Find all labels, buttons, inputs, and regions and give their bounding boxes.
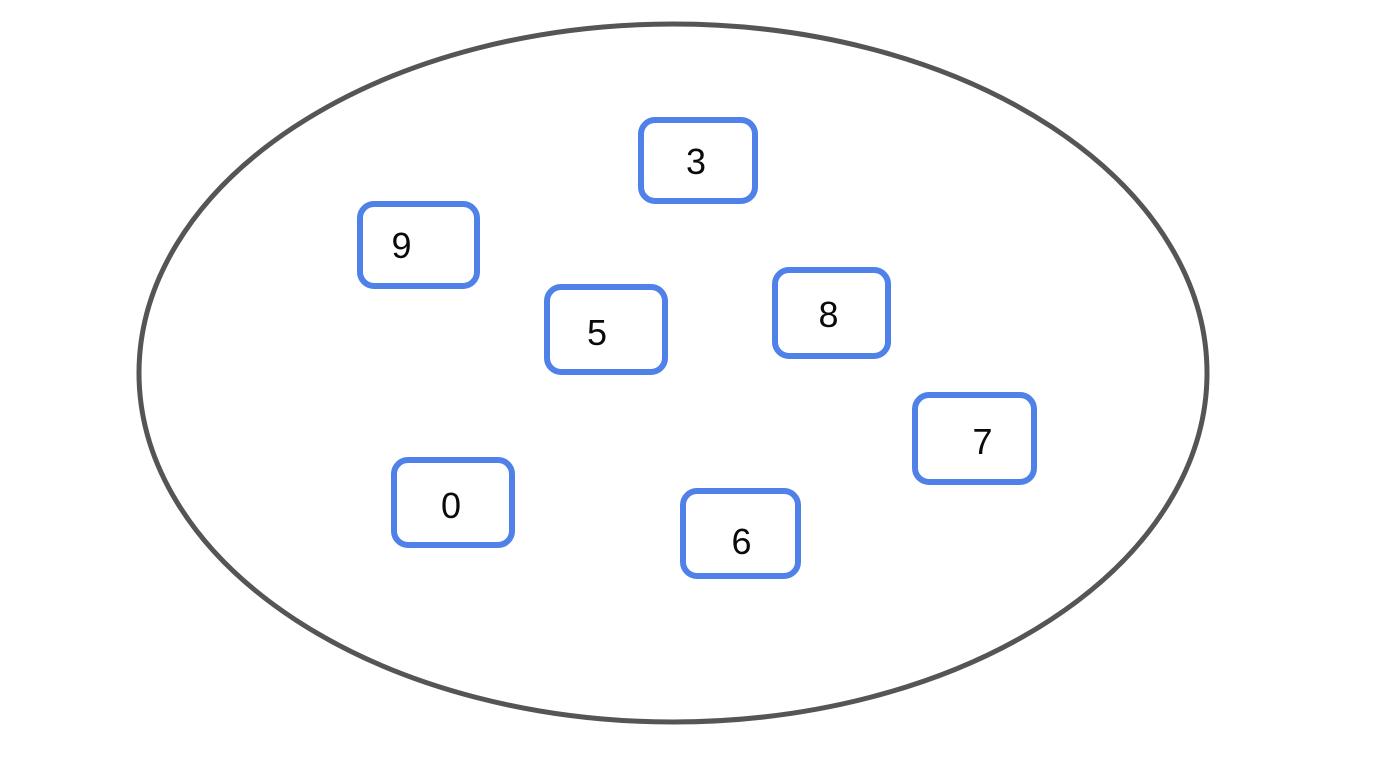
node-box-0[interactable]: 0 xyxy=(391,457,515,548)
node-label-9: 9 xyxy=(391,225,412,266)
node-label-5: 5 xyxy=(586,311,608,353)
node-label-7: 7 xyxy=(972,420,993,462)
node-label-3: 3 xyxy=(685,140,707,182)
node-box-9[interactable]: 9 xyxy=(357,201,480,289)
node-box-6[interactable]: 6 xyxy=(680,488,801,579)
node-box-5[interactable]: 5 xyxy=(544,284,668,375)
node-label-0: 0 xyxy=(440,484,462,526)
node-label-8: 8 xyxy=(818,294,839,335)
node-box-3[interactable]: 3 xyxy=(638,117,758,204)
node-box-7[interactable]: 7 xyxy=(912,392,1037,485)
node-box-8[interactable]: 8 xyxy=(772,267,891,359)
node-label-6: 6 xyxy=(731,520,752,562)
